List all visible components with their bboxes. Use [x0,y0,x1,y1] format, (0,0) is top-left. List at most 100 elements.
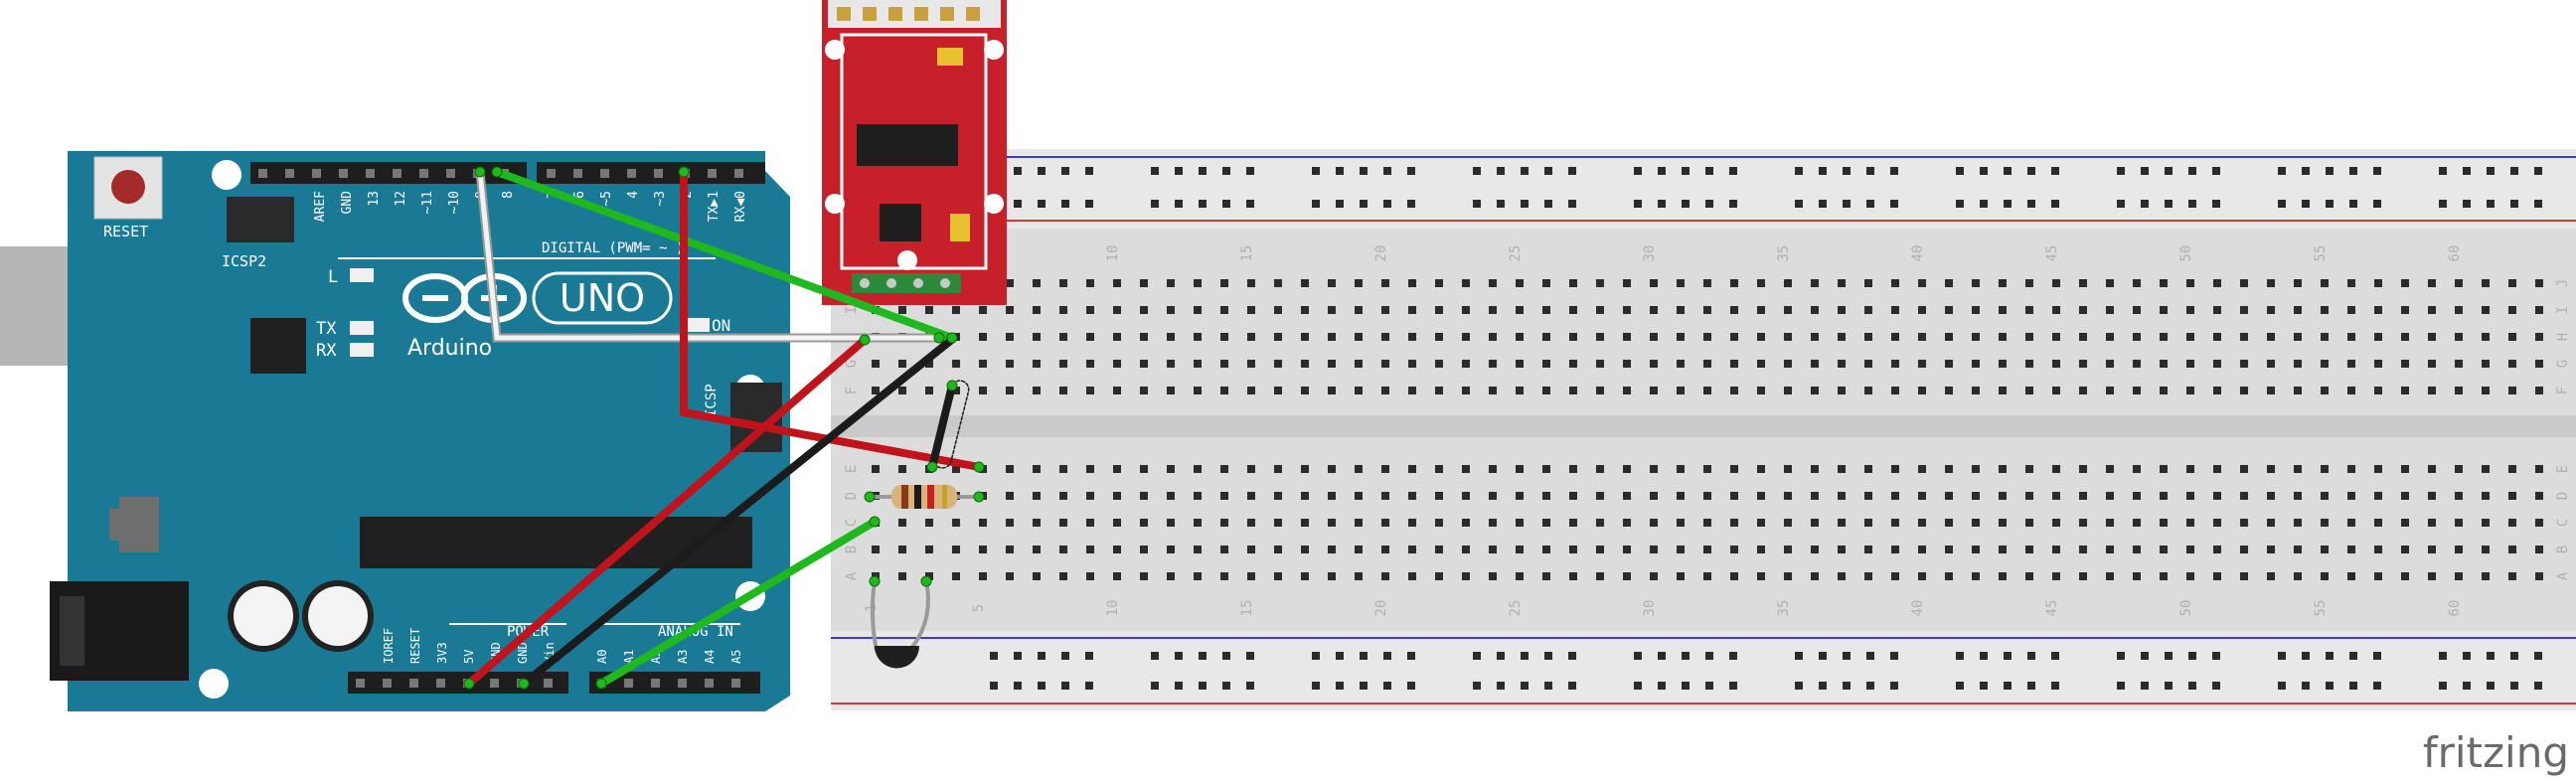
rail-hole [1729,682,1737,690]
breadboard-hole [2079,492,2087,500]
breadboard-hole [979,360,987,368]
breadboard-hole [1247,333,1255,341]
resistor-band [914,485,921,509]
rail-hole [1682,682,1690,690]
breadboard-hole [1784,333,1792,341]
breadboard-hole [1113,333,1121,341]
breadboard-hole [1408,546,1416,553]
rail-hole [1705,652,1713,660]
breadboard-hole [2186,306,2194,314]
breadboard-hole [1945,572,1953,580]
rail-hole [1795,682,1803,690]
digital-pin-label: 4 [626,191,641,199]
breadboard-hole [1623,333,1631,341]
breadboard-hole [1703,279,1711,287]
breadboard-hole [1113,519,1121,527]
breadboard-hole [1194,333,1202,341]
breadboard-hole [1945,333,1953,341]
power-pin-label: 5V [462,650,476,664]
breadboard-hole [1167,572,1175,580]
breadboard-hole [1650,387,1658,394]
breadboard-hole [1355,519,1363,527]
module-bottom-pad [886,278,896,288]
breadboard-hole [2321,360,2329,368]
breadboard-hole [1864,306,1872,314]
breadboard-hole [2455,333,2463,341]
breadboard-hole [1864,492,1872,500]
breadboard-hole [1542,333,1550,341]
breadboard-hole [1703,572,1711,580]
breadboard-hole [2025,333,2033,341]
breadboard-hole [1596,333,1604,341]
breadboard-hole [1542,306,1550,314]
breadboard-hole [1301,519,1309,527]
breadboard-hole [1784,387,1792,394]
wire-endpoint [864,491,876,503]
breadboard-hole [1596,492,1604,500]
breadboard-hole [1596,306,1604,314]
resistor-band [942,485,947,509]
rail-hole [1222,682,1230,690]
breadboard-hole [1757,360,1765,368]
rail-hole [2302,200,2310,208]
analog-header [589,672,760,694]
breadboard-hole [2455,360,2463,368]
module-outline [840,33,988,270]
breadboard-hole [1033,492,1041,500]
rail-hole [1568,652,1576,660]
rail-hole [2165,652,2173,660]
rail-hole [1199,167,1207,175]
rail-hole [1151,652,1159,660]
reset-button-cap[interactable] [111,170,145,204]
breadboard-hole [2025,279,2033,287]
breadboard-hole [2535,306,2543,314]
breadboard-hole [1999,519,2007,527]
breadboard-hole [1999,333,2007,341]
breadboard-hole [1113,572,1121,580]
digital-pin-label: ~11 [420,191,435,214]
breadboard-hole [1328,360,1336,368]
breadboard-hole [1247,279,1255,287]
breadboard-hole [1435,519,1443,527]
breadboard-hole [1972,333,1980,341]
breadboard-hole [1891,546,1899,553]
module-hole [897,250,917,270]
rail-hole [1199,200,1207,208]
reset-button[interactable] [93,156,163,220]
breadboard-hole [2535,519,2543,527]
header-pin [258,169,267,178]
breadboard-hole [2482,519,2490,527]
breadboard-hole [2508,279,2516,287]
breadboard-hole [1703,360,1711,368]
white-wire [477,169,942,341]
breadboard-hole [1999,465,2007,473]
center-channel [831,415,2576,437]
breadboard-hole [2160,279,2168,287]
rail-hole [1407,652,1415,660]
breadboard-hole [1408,572,1416,580]
breadboard-hole [1542,465,1550,473]
usb-chip [250,318,306,374]
breadboard-hole [2240,306,2248,314]
rail-hole [2141,682,2149,690]
breadboard-hole [2052,465,2060,473]
breadboard-hole [2508,519,2516,527]
breadboard-hole [2401,333,2409,341]
breadboard-hole [2535,572,2543,580]
breadboard-hole [2213,546,2221,553]
breadboard-hole [1489,492,1497,500]
breadboard-hole [1864,387,1872,394]
breadboard-hole [2321,465,2329,473]
header-pin [393,169,402,178]
breadboard-hole [2213,387,2221,394]
breadboard-hole [1784,306,1792,314]
red-wire-5v [465,336,869,688]
breadboard-hole [1757,519,1765,527]
breadboard-hole [2267,519,2275,527]
breadboard-hole [2428,306,2436,314]
rail-hole [2027,652,2035,660]
breadboard-hole [1274,546,1282,553]
power-jack-inner [60,596,84,666]
rail-hole [2534,682,2542,690]
breadboard-hole [1301,306,1309,314]
